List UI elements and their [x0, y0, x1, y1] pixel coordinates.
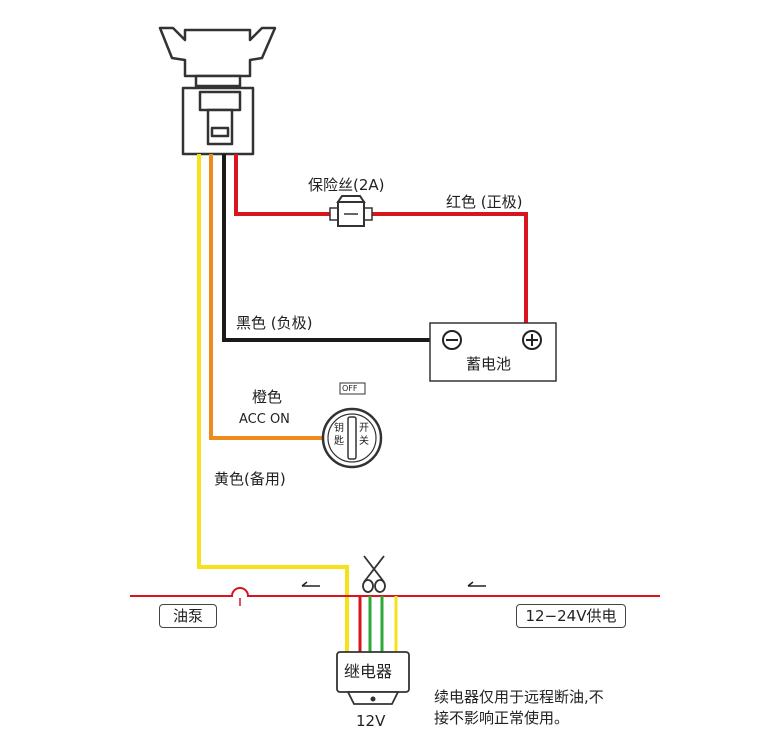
fuel-pump-label: 油泵 — [159, 604, 217, 628]
relay-icon — [336, 651, 410, 705]
battery-label: 蓄电池 — [466, 355, 512, 373]
acc-on-label: ACC ON — [239, 412, 290, 427]
scissors-icon — [362, 555, 386, 593]
key-label-right-2: 关 — [359, 436, 369, 447]
relay-voltage-label: 12V — [356, 712, 386, 730]
yellow-wire — [197, 154, 349, 652]
red-wire-2 — [372, 212, 528, 323]
power-supply-label: 12−24V供电 — [516, 604, 626, 628]
key-label-right-1: 开 — [359, 423, 369, 434]
off-label: OFF — [342, 384, 358, 393]
key-label-left-2: 匙 — [334, 436, 344, 447]
note-line-1: 续电器仅用于远程断油,不 — [434, 688, 604, 706]
fuse-label: 保险丝(2A) — [308, 176, 385, 194]
black-wire — [222, 154, 430, 342]
orange-wire — [209, 154, 324, 440]
battery-icon — [429, 322, 557, 382]
black-wire-label: 黑色 (负极) — [236, 314, 313, 332]
off-badge — [339, 382, 366, 395]
gps-tracker-icon — [158, 26, 277, 156]
direction-arrow-left — [301, 581, 320, 587]
orange-wire-label: 橙色 — [252, 388, 283, 406]
note-line-2: 接不影响正常使用。 — [434, 709, 570, 727]
key-label-left-1: 钥 — [334, 423, 344, 434]
red-wire — [234, 154, 330, 216]
fuse-icon — [329, 195, 373, 227]
direction-arrow-right — [467, 581, 486, 587]
red-wire-label: 红色 (正极) — [446, 193, 523, 211]
wire-crossing-hump — [231, 587, 249, 597]
yellow-wire-label: 黄色(备用) — [214, 470, 286, 488]
relay-label: 继电器 — [344, 662, 393, 681]
key-switch-icon — [321, 407, 383, 469]
